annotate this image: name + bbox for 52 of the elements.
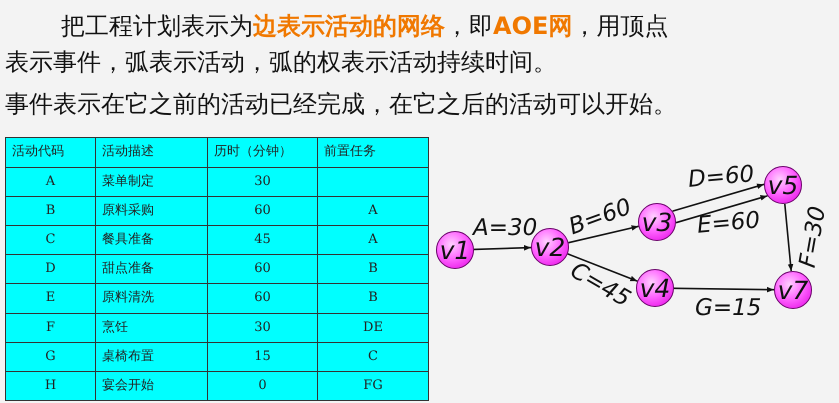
table-cell: 0 — [207, 371, 318, 401]
table-cell: 原料清洗 — [95, 283, 208, 314]
table-cell: 60 — [207, 254, 318, 284]
arrow — [474, 245, 532, 251]
table-cell: 桌椅布置 — [95, 342, 208, 372]
arrow — [784, 204, 794, 272]
table-cell: 宴会开始 — [95, 371, 208, 401]
table-cell: 30 — [207, 313, 318, 343]
vertex-circle: v7 — [774, 271, 812, 309]
table-cell: 活动代码 — [5, 137, 96, 168]
table-cell: D — [5, 254, 96, 284]
table-cell: 历时（分钟） — [207, 137, 318, 168]
table-cell: 15 — [207, 342, 318, 372]
table-cell: E — [5, 283, 96, 314]
table-cell: A — [317, 196, 429, 226]
table-cell: 餐具准备 — [95, 225, 208, 255]
paragraph: 把工程计划表示为边表示活动的网络，即AOE网，用顶点表示事件，弧表示活动，弧的权表示活动持续时间。 — [5, 11, 670, 78]
table-cell: 60 — [207, 196, 318, 226]
arrow — [672, 184, 764, 212]
edge-label: D=60 — [687, 162, 756, 192]
table-cell: B — [5, 196, 96, 226]
table-cell: A — [317, 225, 429, 255]
table-cell: DE — [317, 313, 429, 343]
table-cell: H — [5, 371, 96, 401]
paragraph: 事件表示在它之前的活动已经完成，在它之后的活动可以开始。 — [5, 89, 678, 120]
edge-label: E=60 — [696, 208, 761, 238]
table-cell: 甜点准备 — [95, 254, 208, 284]
table-cell: 烹饪 — [95, 313, 208, 343]
table-cell: 45 — [207, 225, 318, 255]
edge-label: F=30 — [796, 204, 830, 270]
table-cell: B — [317, 283, 429, 314]
arrow — [567, 253, 638, 282]
table-cell: G — [5, 342, 96, 372]
table-cell: C — [317, 342, 429, 372]
arrow — [568, 225, 639, 244]
arrow — [676, 195, 768, 224]
table-cell: 60 — [207, 283, 318, 314]
edge-label: G=15 — [695, 296, 762, 320]
vertex-circle: v4 — [636, 269, 674, 307]
table-cell: 原料采购 — [95, 196, 208, 226]
table-cell: F — [5, 313, 96, 343]
table-cell: 前置任务 — [317, 137, 429, 168]
table-cell: A — [5, 167, 96, 197]
table-cell: B — [317, 254, 429, 284]
vertex-circle: v3 — [638, 203, 676, 241]
vertex-circle: v5 — [764, 166, 802, 204]
table-cell: C — [5, 225, 96, 255]
table-cell: 活动描述 — [95, 137, 208, 168]
table-cell: 菜单制定 — [95, 167, 208, 197]
table-cell: 30 — [207, 167, 318, 197]
arrow — [674, 286, 774, 292]
table-cell: FG — [317, 371, 429, 401]
